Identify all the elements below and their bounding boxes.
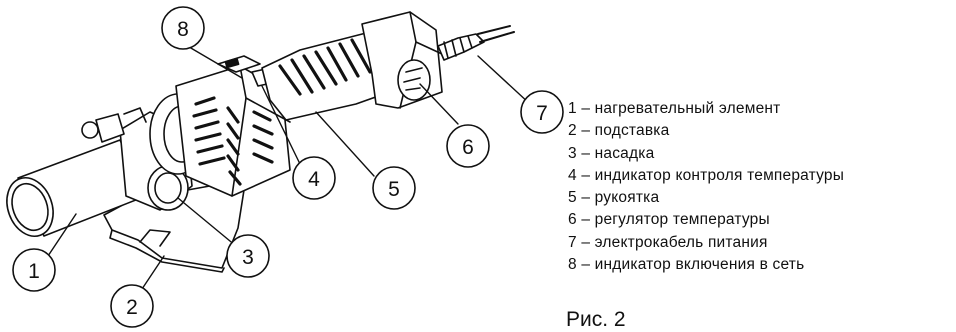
callout-4: 4: [292, 156, 336, 200]
svg-text:4: 4: [308, 168, 320, 191]
control-box: [361, 11, 443, 109]
callout-6: 6: [446, 124, 490, 168]
callout-8: 8: [161, 6, 205, 50]
callout-5: 5: [372, 166, 416, 210]
svg-text:2: 2: [126, 296, 138, 319]
callout-1: 1: [12, 248, 56, 292]
parts-legend: 1 – нагревательный элемент 2 – подставка…: [568, 98, 844, 276]
leader-lines: [43, 43, 531, 293]
svg-text:3: 3: [242, 246, 254, 269]
legend-item: 1 – нагревательный элемент: [568, 100, 781, 117]
power-cable: [437, 25, 515, 61]
svg-text:6: 6: [462, 136, 474, 159]
figure-caption: Рис. 2: [566, 308, 626, 331]
legend-item: 3 – насадка: [568, 144, 655, 162]
svg-text:1: 1: [28, 260, 40, 283]
callout-3: 3: [226, 234, 270, 278]
legend-item: 8 – индикатор включения в сеть: [568, 256, 805, 274]
heating-nozzle: [6, 139, 147, 237]
callout-2: 2: [110, 284, 154, 328]
svg-text:5: 5: [388, 178, 400, 201]
legend-item: 6 – регулятор температуры: [568, 211, 770, 229]
svg-text:8: 8: [177, 18, 189, 41]
slotted-housing: [175, 55, 291, 197]
callout-7: 7: [520, 90, 564, 134]
svg-text:7: 7: [536, 102, 548, 125]
legend-item: 5 – рукоятка: [568, 189, 660, 207]
legend-item: 2 – подставка: [568, 122, 670, 140]
handle: [261, 31, 393, 121]
legend-item: 7 – электрокабель питания: [568, 233, 768, 251]
legend-item: 4 – индикатор контроля температуры: [568, 166, 845, 184]
